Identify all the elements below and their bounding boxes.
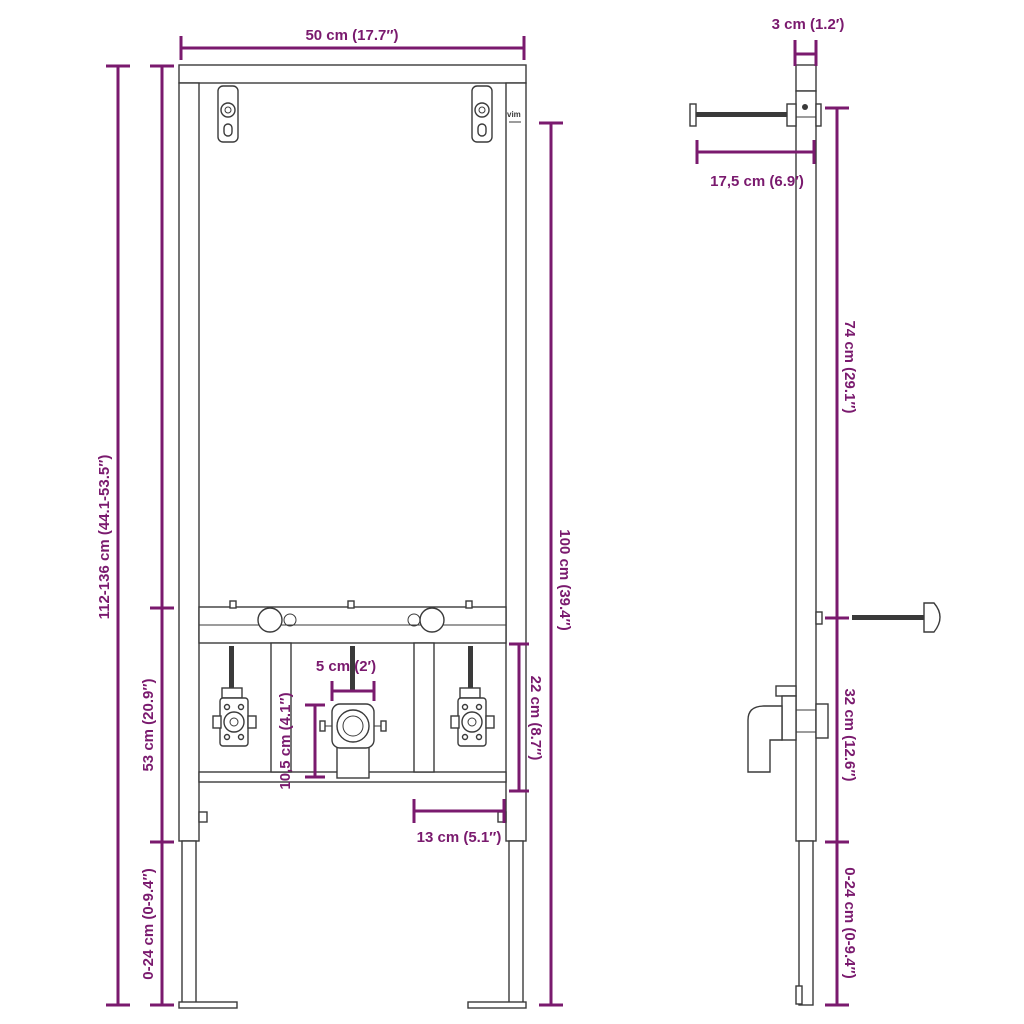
drain-height-label: 10,5 cm (4.1″) (277, 692, 294, 789)
depth-label: 3 cm (1.2′) (772, 16, 845, 33)
overall-height-label: 112-136 cm (44.1-53.5″) (96, 455, 113, 620)
water-valve-left (212, 687, 257, 747)
lower-height-label-side: 32 cm (12.6″) (841, 688, 858, 781)
pipe-spacing-dimension: 5 cm (2′) (316, 658, 376, 701)
lower-height-label: 53 cm (20.9″) (140, 678, 157, 771)
svg-text:vim: vim (507, 110, 521, 119)
water-valve-right (450, 687, 495, 747)
upper-height-label: 74 cm (29.1″) (841, 320, 858, 413)
valve-height-dimension: 22 cm (8.7″) (509, 642, 544, 793)
width-dimension: 50 cm (17.7″) (179, 27, 526, 60)
wall-anchor-bolt-bottom (852, 602, 941, 633)
pipe-spacing-label: 5 cm (2′) (316, 658, 376, 675)
mounting-bolts-front (229, 600, 473, 633)
wall-anchor-bolt-top (689, 103, 822, 127)
threaded-rods (229, 646, 473, 690)
front-view-frame (178, 64, 527, 1009)
leg-range-label-front: 0-24 cm (0-9.4″) (140, 868, 157, 979)
inner-height-label: 100 cm (39.4″) (556, 529, 573, 630)
leg-range-label-side: 0-24 cm (0-9.4″) (841, 867, 858, 978)
brand-logo: vim (507, 110, 521, 123)
overall-height-dimension: 112-136 cm (44.1-53.5″) (96, 64, 130, 1007)
top-mounting-bracket-right (471, 85, 493, 143)
bolt-length-label: 17,5 cm (6.9′) (710, 173, 804, 190)
drain-elbow-front (319, 703, 387, 779)
drain-height-dimension: 10,5 cm (4.1″) (277, 692, 325, 790)
inner-height-dimension: 100 cm (39.4″) (539, 121, 573, 1007)
side-view-frame (795, 64, 823, 1006)
drain-elbow-side (747, 685, 829, 773)
valve-height-label: 22 cm (8.7″) (527, 676, 544, 761)
bracket-width-label: 13 cm (5.1″) (417, 829, 502, 846)
width-label: 50 cm (17.7″) (305, 27, 398, 44)
lower-height-dimension: 53 cm (20.9″) 0-24 cm (0-9.4″) (140, 64, 174, 1007)
depth-dimension: 3 cm (1.2′) (772, 16, 845, 66)
top-mounting-bracket-left (217, 85, 239, 143)
bolt-length-dimension: 17,5 cm (6.9′) (695, 140, 816, 190)
side-height-dimension: 74 cm (29.1″) 32 cm (12.6″) 0-24 cm (0-9… (825, 106, 858, 1007)
bracket-width-dimension: 13 cm (5.1″) (412, 799, 506, 846)
